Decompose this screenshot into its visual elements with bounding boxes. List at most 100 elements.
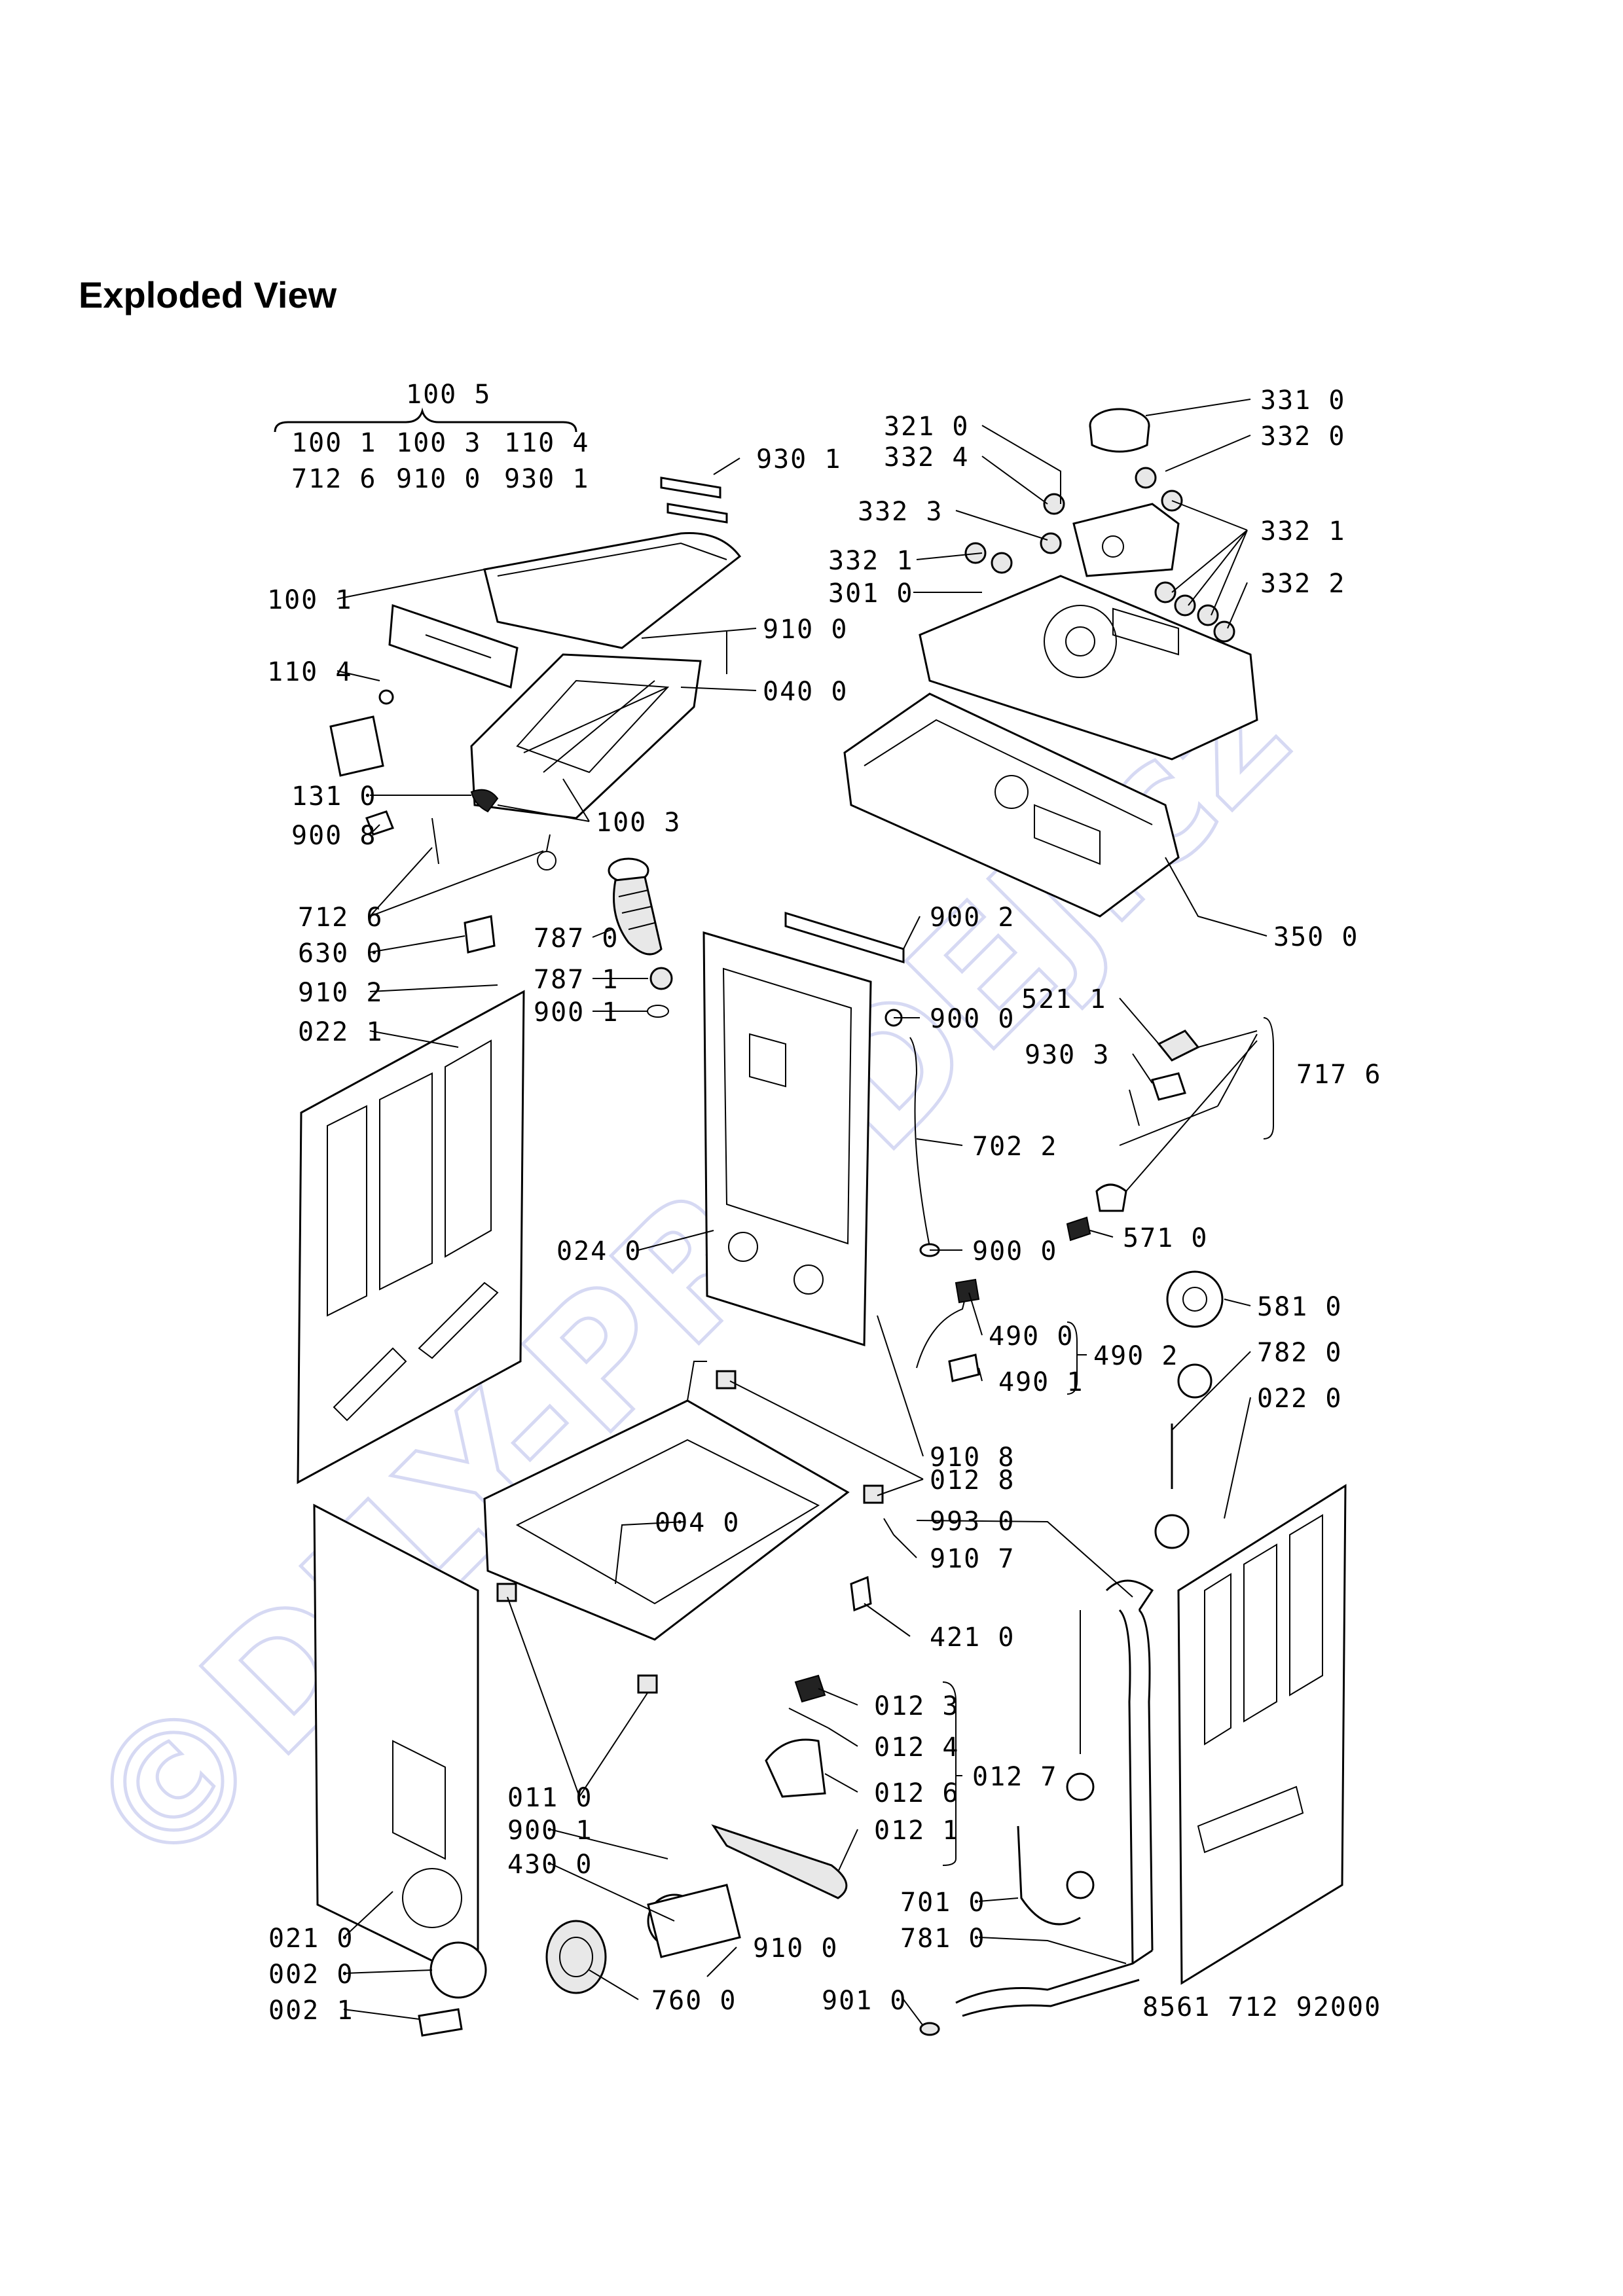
part-label: 350 0 (1273, 922, 1359, 952)
cable-490-parts (916, 1278, 980, 1382)
part-label: 332 2 (1260, 569, 1345, 599)
part-label: 900 8 (291, 821, 376, 851)
top-frame-part (470, 653, 702, 819)
part-label: 490 0 (989, 1321, 1074, 1352)
kit-label: 100 1 (291, 428, 376, 458)
part-label: 012 8 (930, 1465, 1015, 1496)
part-label: 521 1 (1021, 984, 1106, 1014)
console-part (919, 575, 1258, 761)
small-parts-421 (850, 1518, 894, 1612)
strip-part (660, 476, 728, 524)
panel-insert-part (1072, 503, 1180, 577)
part-label: 900 2 (930, 903, 1015, 933)
part-label: 901 0 (822, 1986, 907, 2016)
hose-parts (919, 1579, 1154, 2036)
part-label: 900 0 (972, 1236, 1057, 1266)
kit-main-label: 100 5 (406, 380, 491, 410)
kit-label: 930 1 (504, 464, 589, 494)
part-label: 712 6 (298, 903, 383, 933)
part-label: 900 0 (930, 1004, 1015, 1034)
part-label: 701 0 (900, 1888, 985, 1918)
part-label: 760 0 (651, 1986, 737, 2016)
front-panel-part (313, 1503, 479, 1985)
part-labels: 100 5 100 1 100 3 110 4 712 6 910 0 930 … (267, 380, 1381, 2026)
part-label: 490 2 (1093, 1341, 1178, 1371)
bellows-part (608, 857, 663, 956)
part-label: 571 0 (1123, 1223, 1208, 1253)
part-label: 110 4 (267, 657, 352, 687)
kit-label: 712 6 (291, 464, 376, 494)
part-label: 900 1 (534, 997, 619, 1028)
lock-assembly-parts (1095, 1030, 1218, 1212)
part-label: 781 0 (900, 1924, 985, 1954)
box-630-part (464, 915, 496, 954)
part-label: 100 1 (267, 585, 352, 615)
part-label: 993 0 (930, 1507, 1015, 1537)
part-label: 910 8 (930, 1443, 1015, 1473)
kit-bracket (274, 407, 577, 433)
part-label: 787 0 (534, 924, 619, 954)
part-label: 024 0 (556, 1236, 642, 1266)
part-label: 012 4 (874, 1732, 959, 1763)
hinge-part (329, 689, 394, 777)
rear-frame-part (702, 931, 872, 1347)
part-571 (1066, 1216, 1091, 1242)
part-label: 717 6 (1296, 1060, 1381, 1090)
part-label: 910 2 (298, 978, 383, 1008)
part-label: 022 1 (298, 1017, 383, 1047)
front-rail-part (388, 603, 519, 689)
filter-housing-parts (545, 1884, 741, 1994)
bracket-part (784, 911, 905, 964)
part-label: 930 3 (1025, 1040, 1110, 1070)
part-label: 011 0 (507, 1783, 593, 1813)
part-label: 490 1 (998, 1367, 1084, 1397)
part-label: 332 1 (828, 546, 913, 576)
kit-label: 910 0 (396, 464, 481, 494)
kit-label: 100 3 (396, 428, 481, 458)
part-label: 301 0 (828, 579, 913, 609)
base-frame-part (483, 1361, 850, 1641)
part-label: 782 0 (1257, 1338, 1342, 1368)
part-label: 630 0 (298, 939, 383, 969)
shaft-part (1154, 1424, 1190, 1549)
lid-part (483, 531, 742, 649)
part-label: 100 3 (596, 808, 681, 838)
part-label: 430 0 (507, 1850, 593, 1880)
ring-parts (647, 967, 673, 1018)
part-label: 421 0 (930, 1623, 1015, 1653)
knob-part (1089, 408, 1150, 453)
kit-label: 110 4 (504, 428, 589, 458)
part-label: 910 0 (763, 615, 848, 645)
feet-parts (496, 1370, 884, 1694)
part-label: 012 3 (874, 1691, 959, 1721)
part-label: 702 2 (972, 1132, 1057, 1162)
pump-group-parts (711, 1674, 848, 1899)
part-label: 910 0 (753, 1933, 838, 1964)
side-panel-right (1177, 1484, 1347, 1985)
part-label: 012 6 (874, 1778, 959, 1808)
part-label: 581 0 (1257, 1292, 1342, 1322)
part-label: 910 7 (930, 1544, 1015, 1574)
part-label: 002 1 (268, 1996, 354, 2026)
part-label: 332 4 (884, 442, 969, 473)
part-label: 131 0 (291, 781, 376, 812)
part-label: 002 0 (268, 1960, 354, 1990)
part-label: 332 1 (1260, 516, 1345, 547)
part-label: 022 0 (1257, 1384, 1342, 1414)
part-label: 004 0 (655, 1508, 740, 1538)
part-label: 331 0 (1260, 386, 1345, 416)
part-label: 787 1 (534, 965, 619, 995)
small-hinge-parts (365, 789, 556, 870)
part-label: 321 0 (884, 412, 969, 442)
part-label: 012 1 (874, 1816, 959, 1846)
electronic-board-part (843, 692, 1180, 918)
part-label: 332 3 (858, 497, 943, 527)
part-label: 012 7 (972, 1762, 1057, 1792)
part-label: 900 1 (507, 1816, 593, 1846)
pulley-part (1166, 1270, 1224, 1399)
side-panel-left (297, 990, 525, 1484)
part-label: 332 0 (1260, 422, 1345, 452)
button-parts (964, 467, 1235, 643)
part-label: 930 1 (756, 444, 841, 475)
